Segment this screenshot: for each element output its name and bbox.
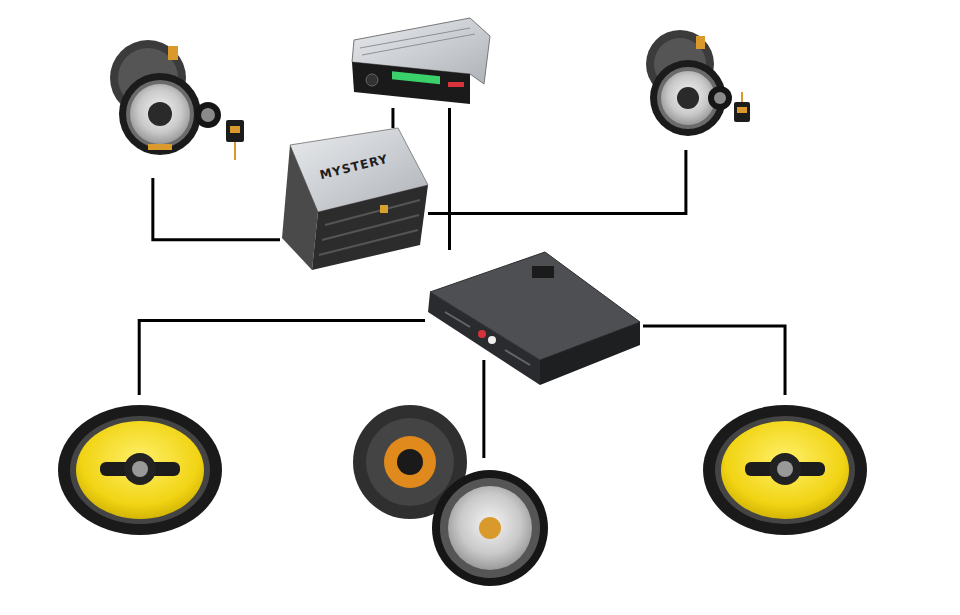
component-node bbox=[425, 250, 643, 360]
oval-speaker bbox=[58, 405, 222, 535]
brand-label: MYSTERY bbox=[318, 152, 389, 183]
component-node: MYSTERY bbox=[280, 128, 428, 273]
component-node bbox=[60, 395, 225, 545]
component-node bbox=[348, 8, 493, 108]
audio-wire bbox=[139, 320, 425, 395]
component-speaker-set bbox=[110, 40, 244, 160]
audio-wire bbox=[448, 108, 451, 250]
mono-amplifier bbox=[428, 252, 640, 385]
subwoofer bbox=[353, 405, 548, 586]
component-node bbox=[630, 28, 760, 150]
four-channel-amplifier bbox=[282, 128, 428, 270]
head-unit bbox=[352, 18, 490, 104]
audio-wire bbox=[482, 360, 485, 458]
oval-speaker bbox=[703, 405, 867, 535]
component-node bbox=[105, 38, 250, 178]
audio-wire bbox=[643, 326, 785, 395]
component-node bbox=[705, 395, 870, 545]
audio-wire bbox=[391, 108, 394, 128]
component-speaker-set bbox=[646, 30, 750, 136]
audio-wire bbox=[428, 150, 686, 214]
component-node bbox=[350, 458, 550, 608]
audio-wire bbox=[153, 178, 280, 240]
